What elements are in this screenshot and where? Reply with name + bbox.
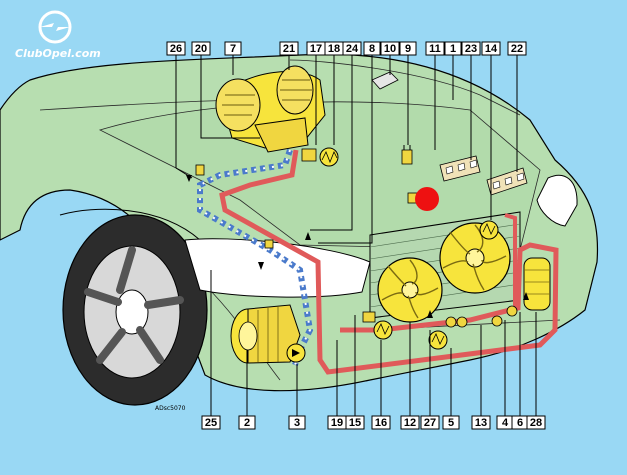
svg-text:26: 26	[170, 43, 182, 55]
svg-text:28: 28	[530, 417, 542, 429]
svg-text:22: 22	[511, 43, 523, 55]
brand-text: ClubOpel.com	[15, 47, 101, 60]
label-3: 3	[288, 415, 306, 430]
svg-text:18: 18	[328, 43, 340, 55]
label-13: 13	[471, 415, 491, 430]
label-26: 26	[166, 41, 186, 56]
svg-text:25: 25	[205, 417, 217, 429]
svg-text:19: 19	[331, 417, 343, 429]
svg-text:23: 23	[465, 43, 477, 55]
top-labels: 26 20 7 21 17 18 24 8 10 9 11 1 23 14 22	[166, 41, 527, 56]
svg-text:6: 6	[517, 417, 523, 429]
label-23: 23	[461, 41, 481, 56]
label-15: 15	[345, 415, 365, 430]
svg-text:10: 10	[384, 43, 396, 55]
svg-text:27: 27	[424, 417, 436, 429]
svg-text:9: 9	[405, 43, 411, 55]
svg-text:7: 7	[230, 43, 236, 55]
svg-text:3: 3	[294, 417, 300, 429]
label-22: 22	[507, 41, 527, 56]
label-9: 9	[399, 41, 417, 56]
label-21: 21	[279, 41, 299, 56]
svg-text:14: 14	[485, 43, 498, 55]
label-1: 1	[444, 41, 462, 56]
relay-boxes	[195, 71, 528, 249]
red-marker	[415, 187, 439, 211]
label-5: 5	[442, 415, 460, 430]
svg-text:21: 21	[283, 43, 295, 55]
svg-text:17: 17	[310, 43, 322, 55]
svg-text:20: 20	[195, 43, 207, 55]
headlamp-right	[536, 174, 578, 227]
bottom-labels: 25 2 3 19 15 16 12 27 5 13 4 6 28	[201, 415, 546, 430]
opel-logo-icon	[38, 10, 72, 44]
label-2: 2	[238, 415, 256, 430]
cooling-fans	[377, 222, 511, 323]
switches-and-sensors	[286, 147, 518, 363]
svg-text:2: 2	[244, 417, 250, 429]
svg-text:12: 12	[404, 417, 416, 429]
label-8: 8	[363, 41, 381, 56]
svg-text:13: 13	[475, 417, 487, 429]
label-28: 28	[526, 415, 546, 430]
label-25: 25	[201, 415, 221, 430]
label-16: 16	[371, 415, 391, 430]
label-20: 20	[191, 41, 211, 56]
svg-text:11: 11	[429, 43, 441, 55]
front-wheel	[59, 208, 208, 406]
svg-text:1: 1	[450, 43, 456, 55]
svg-text:5: 5	[448, 417, 454, 429]
label-14: 14	[481, 41, 501, 56]
svg-text:16: 16	[375, 417, 387, 429]
drawing-code: ADsc5070	[155, 405, 186, 412]
leader-lines	[175, 54, 537, 418]
svg-text:24: 24	[346, 43, 359, 55]
label-4: 4	[496, 415, 514, 430]
refrigerant-pipes	[197, 149, 559, 375]
svg-text:8: 8	[369, 43, 375, 55]
svg-text:15: 15	[349, 417, 361, 429]
receiver-dryer	[523, 257, 551, 311]
label-19: 19	[327, 415, 347, 430]
blower-unit	[215, 65, 326, 153]
label-27: 27	[420, 415, 440, 430]
flow-arrows	[186, 175, 529, 318]
label-18: 18	[324, 41, 344, 56]
svg-text:4: 4	[502, 417, 509, 429]
label-17: 17	[306, 41, 326, 56]
headlamp-left	[184, 238, 371, 298]
label-10: 10	[380, 41, 400, 56]
label-12: 12	[400, 415, 420, 430]
label-7: 7	[224, 41, 242, 56]
label-24: 24	[342, 41, 362, 56]
compressor	[230, 304, 301, 364]
label-6: 6	[511, 415, 529, 430]
label-11: 11	[425, 41, 445, 56]
